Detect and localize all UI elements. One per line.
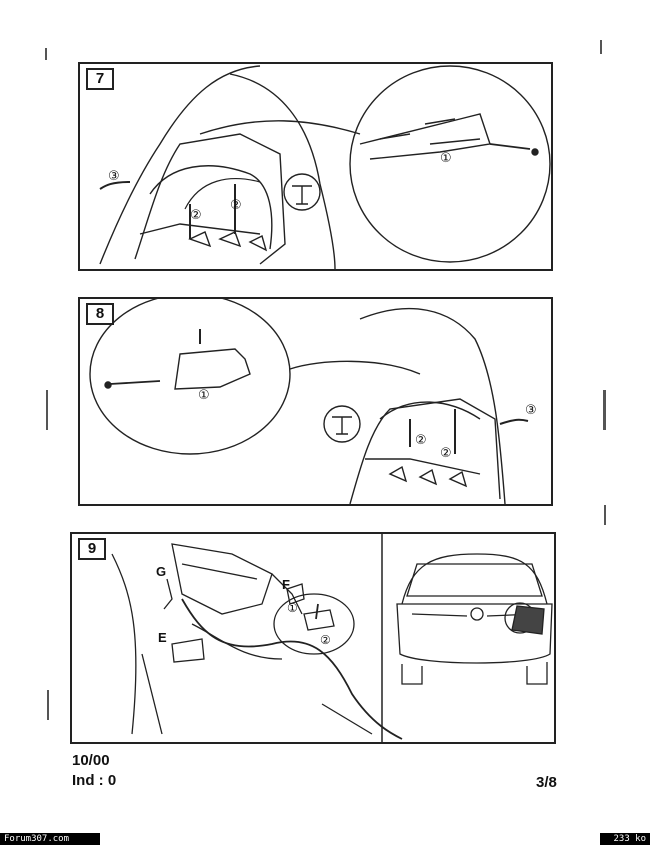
callout-2: ② <box>320 633 331 647</box>
scan-mark <box>45 48 47 60</box>
callout-3: ③ <box>108 169 120 184</box>
callout-3: ③ <box>525 403 537 418</box>
source-bar: Forum307.com <box>0 833 100 845</box>
revision-index: Ind : 0 <box>72 772 117 789</box>
label-f: F <box>282 577 290 592</box>
revision-date: 10/00 <box>72 752 110 769</box>
scan-mark <box>46 390 48 430</box>
step-number: 8 <box>86 303 114 325</box>
step-8-illustration: ① ② ② ③ <box>89 299 537 504</box>
callout-2a: ② <box>415 433 427 448</box>
step-8-panel: 8 ① ② <box>78 297 553 506</box>
scan-mark <box>604 505 606 525</box>
step-7-panel: 7 <box>78 62 553 271</box>
step-9-panel: 9 <box>70 532 556 744</box>
label-e: E <box>158 630 167 645</box>
step-7-illustration: ③ ② ② ① <box>99 65 551 269</box>
callout-2b: ② <box>440 446 452 461</box>
callout-1: ① <box>198 388 210 403</box>
step-9-illustration: G F E ① ② <box>111 534 553 742</box>
step-number: 7 <box>86 68 114 90</box>
scan-mark <box>600 40 602 54</box>
scan-mark <box>47 690 49 720</box>
step-number: 9 <box>78 538 106 560</box>
label-g: G <box>156 564 166 579</box>
file-size-bar: 233 ko <box>600 833 650 845</box>
callout-1: ① <box>287 601 298 615</box>
callout-2a: ② <box>190 208 202 223</box>
page-number: 3/8 <box>536 774 557 791</box>
scan-mark <box>603 390 606 430</box>
callout-1: ① <box>440 151 452 166</box>
callout-2b: ② <box>230 198 242 213</box>
